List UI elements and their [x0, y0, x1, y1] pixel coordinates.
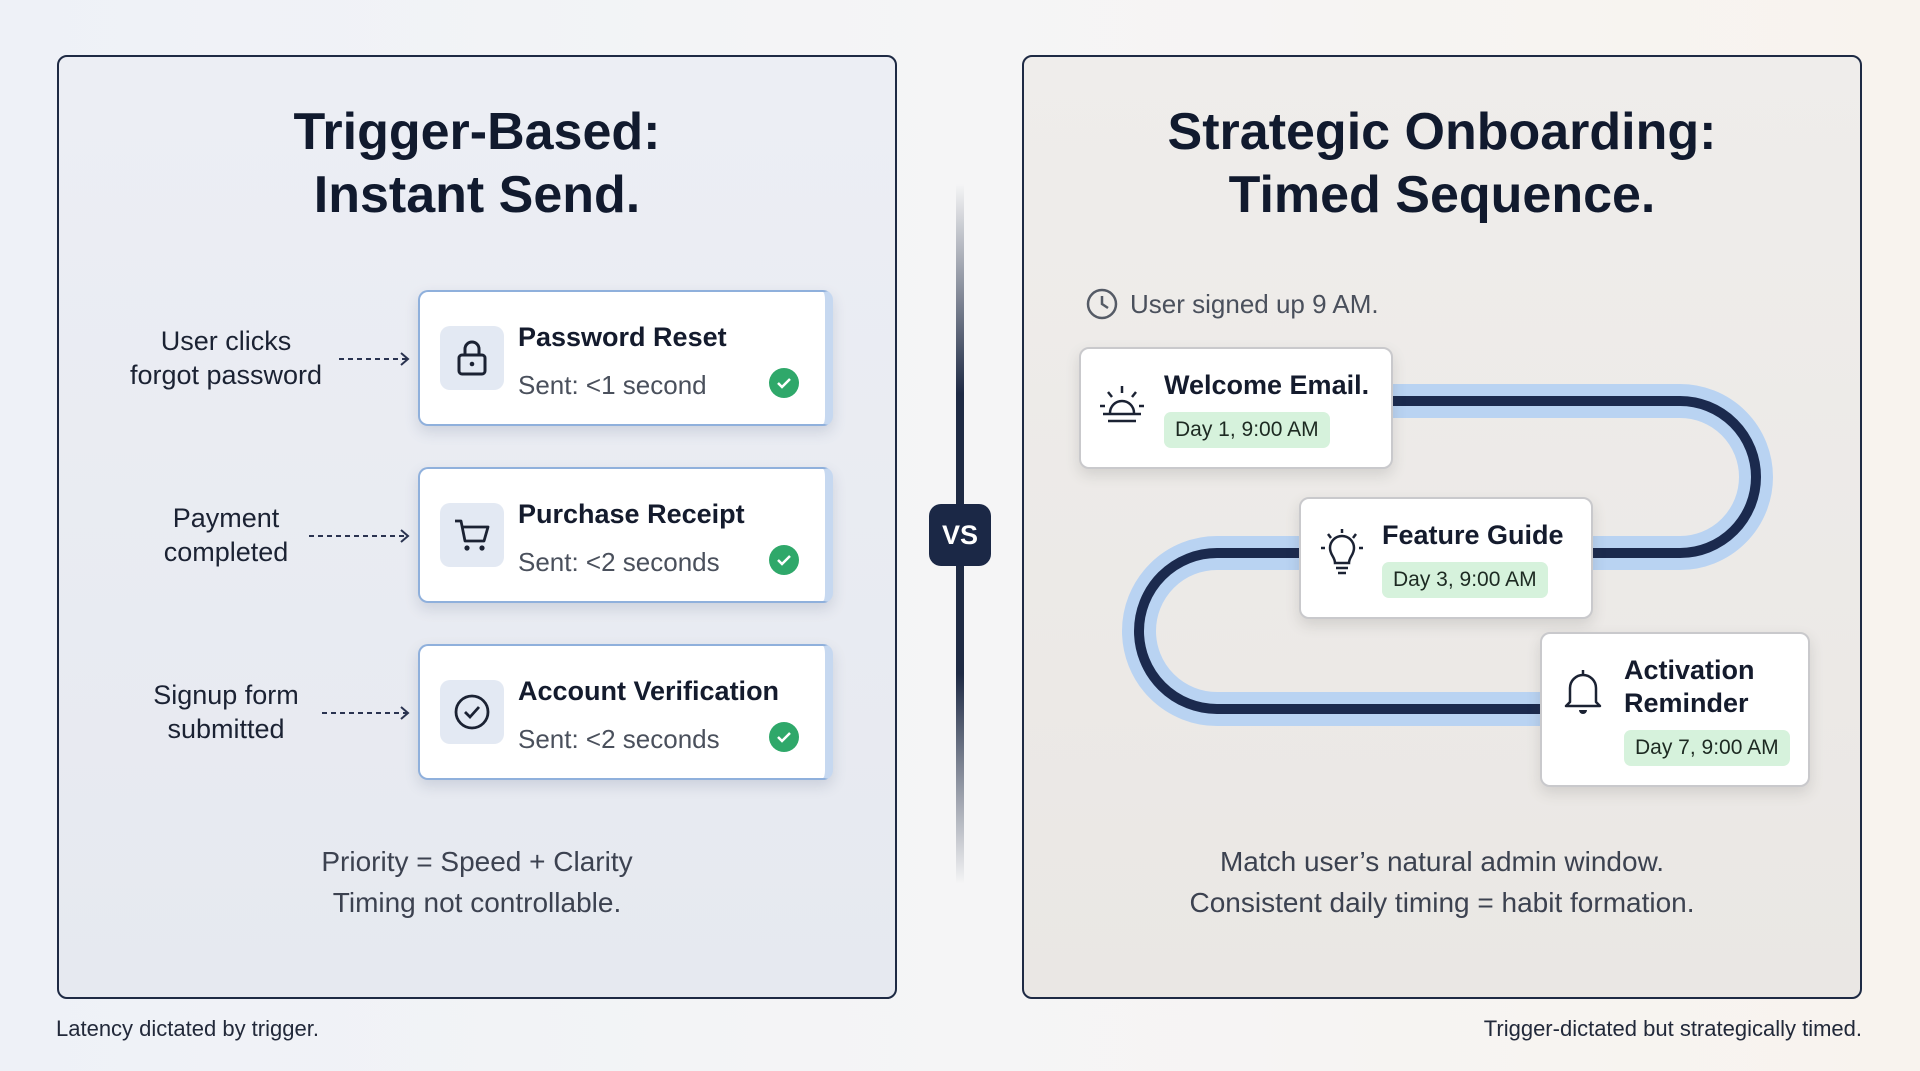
vs-badge: VS [929, 504, 991, 566]
dashed-arrow-icon [322, 706, 410, 720]
welcome-email-card: Welcome Email. Day 1, 9:00 AM [1079, 347, 1393, 469]
card-sent-time: Sent: <2 seconds [518, 547, 720, 577]
check-circle-icon [440, 680, 504, 744]
left-title-line1: Trigger-Based: [293, 103, 661, 161]
password-reset-card: Password Reset Sent: <1 second [418, 290, 833, 426]
dashed-arrow-icon [309, 529, 410, 543]
step-time-badge: Day 7, 9:00 AM [1624, 730, 1790, 766]
bell-icon [1564, 670, 1602, 714]
timeline-path [1122, 384, 1773, 726]
feature-guide-card: Feature Guide Day 3, 9:00 AM [1299, 497, 1593, 619]
cart-icon [440, 503, 504, 567]
lock-icon [440, 326, 504, 390]
dashed-arrow-icon [339, 352, 410, 366]
start-time-text: User signed up 9 AM. [1130, 289, 1379, 319]
right-title: Strategic Onboarding: Timed Sequence. [1024, 101, 1860, 227]
step-time-badge: Day 1, 9:00 AM [1164, 412, 1330, 448]
purchase-receipt-card: Purchase Receipt Sent: <2 seconds [418, 467, 833, 603]
sunrise-icon [1100, 386, 1144, 423]
card-title: Purchase Receipt [518, 499, 745, 529]
account-verification-card: Account Verification Sent: <2 seconds [418, 644, 833, 780]
check-icon [769, 368, 799, 398]
card-title: Account Verification [518, 676, 780, 706]
card-sent-time: Sent: <1 second [518, 370, 707, 400]
strategic-onboarding-panel: Strategic Onboarding: Timed Sequence. Us… [1022, 55, 1862, 999]
caption-right: Trigger-dictated but strategically timed… [1483, 1016, 1862, 1041]
lightbulb-icon [1321, 529, 1363, 575]
step-time-badge: Day 3, 9:00 AM [1382, 562, 1548, 598]
step-title: Welcome Email. [1164, 370, 1370, 400]
check-icon [769, 722, 799, 752]
card-title: Password Reset [518, 322, 727, 352]
left-title: Trigger-Based: Instant Send. [59, 101, 895, 227]
check-icon [769, 545, 799, 575]
right-title-line2: Timed Sequence. [1228, 166, 1656, 224]
step-title: Feature Guide [1382, 520, 1564, 550]
right-footer: Match user’s natural admin window.Consis… [1189, 846, 1695, 918]
trigger-based-panel: Trigger-Based: Instant Send. User clicks… [57, 55, 897, 999]
caption-left: Latency dictated by trigger. [56, 1016, 319, 1041]
left-title-line2: Instant Send. [313, 166, 641, 224]
card-sent-time: Sent: <2 seconds [518, 724, 720, 754]
right-title-line1: Strategic Onboarding: [1167, 103, 1717, 161]
clock-icon [1086, 288, 1118, 320]
